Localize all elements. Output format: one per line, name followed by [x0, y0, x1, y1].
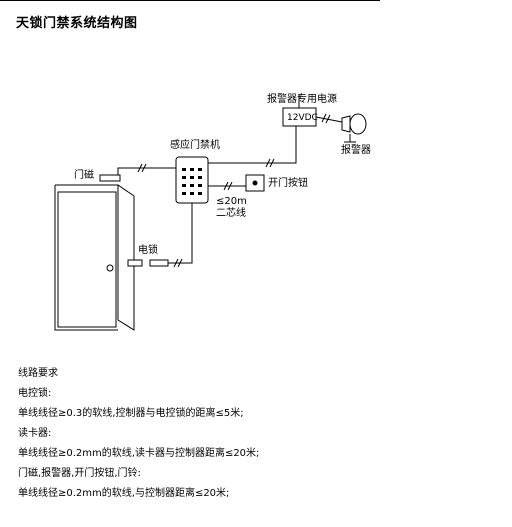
note-lock-spec: 单线线径≥0.3的软线,控制器与电控锁的距离≤5米; [18, 408, 244, 419]
door-face [57, 191, 117, 328]
door-panel [54, 185, 118, 331]
wire-sensor [117, 167, 176, 175]
notes-heading: 线路要求 [18, 368, 58, 379]
electric-lock-icon [127, 259, 143, 267]
alarm-siren-icon [341, 113, 367, 143]
page-title: 天锁门禁系统结构图 [16, 16, 138, 31]
door-handle-icon [106, 264, 114, 272]
door-sensor-label: 门磁 [74, 170, 94, 181]
cable-type-label: 二芯线 [216, 208, 246, 219]
note-accessories-spec: 单线线径≥0.2mm的软线,与控制器距离≤20米; [18, 488, 230, 499]
wire-lock [168, 203, 193, 264]
card-reader-icon [175, 156, 209, 204]
alarm-power-label: 报警器专用电源 [267, 94, 337, 105]
electric-lock-label: 电锁 [138, 245, 158, 256]
reader-label: 感应门禁机 [170, 140, 220, 151]
top-border-line [0, 0, 380, 1]
wire-power-alarm [315, 116, 343, 123]
alarm-label: 报警器 [341, 145, 371, 156]
note-reader-spec: 单线线径≥0.2mm的软线,读卡器与控制器距离≤20米; [18, 448, 260, 459]
wire-reader-power [208, 126, 297, 164]
exit-button-label: 开门按钮 [268, 178, 308, 189]
note-reader-title: 读卡器: [18, 428, 52, 439]
note-lock-title: 电控锁: [18, 388, 52, 399]
power-box-label: 12VDC [287, 113, 318, 123]
wiring-notes: 线路要求 电控锁: 单线线径≥0.3的软线,控制器与电控锁的距离≤5米; 读卡器… [18, 364, 259, 504]
door-sensor-icon [99, 174, 121, 182]
cable-length-label: ≤20m [216, 196, 247, 207]
note-accessories-title: 门磁,报警器,开门按钮,门铃: [18, 468, 141, 479]
keypad [182, 168, 202, 195]
